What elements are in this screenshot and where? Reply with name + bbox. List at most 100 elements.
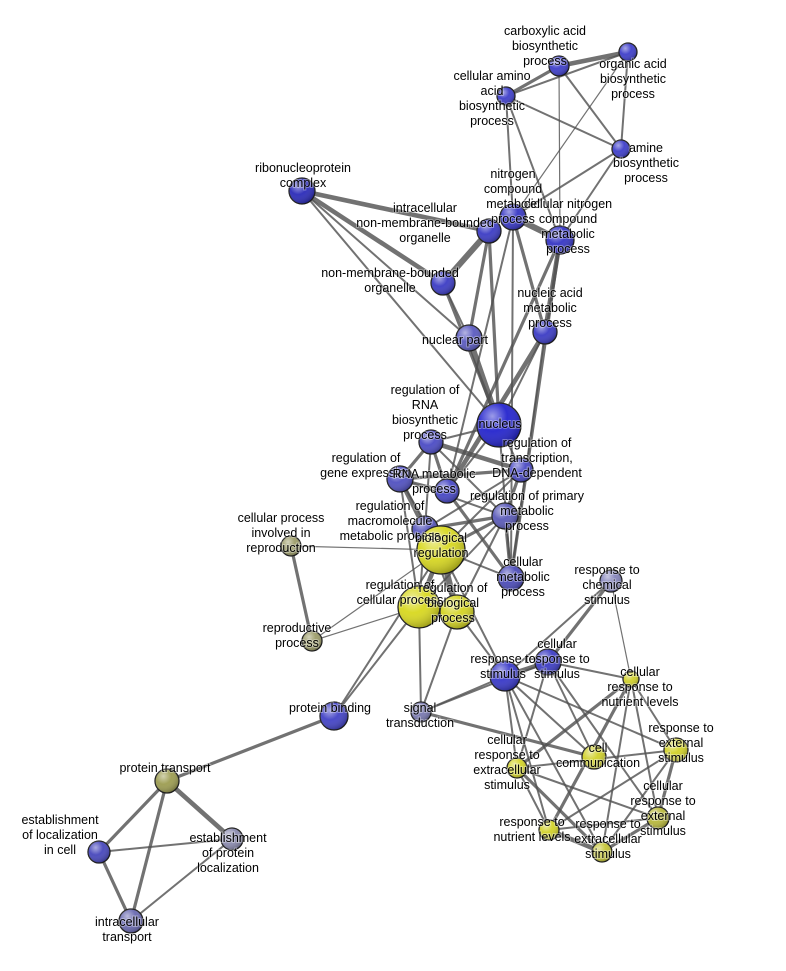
graph-edge-reg_rna_biosynthetic--reg_transcription[interactable] — [428, 439, 524, 473]
node-label-cellular_nitrogen_compound_metabolic: cellular nitrogen — [524, 197, 612, 211]
node-label-cellular_response_extracellular: extracellular — [473, 763, 540, 777]
graph-edge-ribonucleoprotein_complex--intracellular_nmb_organelle[interactable] — [299, 188, 492, 234]
graph-edge-response_external--response_nutrient_levels[interactable] — [548, 749, 677, 831]
graph-edge-rna_metabolic--cellular_metabolic[interactable] — [445, 489, 513, 580]
graph-edge-nitrogen_compound_metabolic--rna_metabolic[interactable] — [446, 216, 514, 492]
node-label-rna_metabolic: process — [412, 482, 456, 496]
node-label-intracellular_transport: transport — [102, 930, 152, 944]
node-label-response_external: stimulus — [658, 751, 704, 765]
node-label-ribonucleoprotein_complex: complex — [280, 176, 327, 190]
graph-edge-cellular_nitrogen_compound_metabolic--rna_metabolic[interactable] — [445, 238, 562, 493]
graph-edge-response_external--response_extracellular[interactable] — [601, 749, 677, 853]
node-label-reg_biological_process: regulation of — [419, 581, 488, 595]
node-label-response_extracellular: stimulus — [585, 847, 631, 861]
node-label-cellular_response_extracellular: stimulus — [484, 778, 530, 792]
node-label-response_extracellular: extracellular — [574, 832, 641, 846]
node-label-cellular_metabolic: metabolic — [496, 570, 550, 584]
graph-edge-cellular_response_nutrient--cellular_response_extracellular[interactable] — [515, 677, 633, 770]
node-label-organic_acid_biosynthetic: biosynthetic — [600, 72, 666, 86]
node-label-reg_macromolecule_metabolic: metabolic process — [340, 529, 441, 543]
graph-edge-cellular_response_stimulus--response_chemical[interactable] — [546, 579, 613, 664]
node-label-biological_regulation: biological — [415, 531, 467, 545]
node-label-nitrogen_compound_metabolic: compound — [484, 182, 542, 196]
node-label-cellular_response_nutrient: cellular — [620, 665, 660, 679]
graph-edge-cellular_response_stimulus--cellular_response_extracellular[interactable] — [516, 661, 549, 769]
node-label-reg_rna_biosynthetic: biosynthetic — [392, 413, 458, 427]
graph-edge-nucleic_acid_metabolic--cellular_metabolic[interactable] — [510, 331, 546, 579]
graph-edge-biological_regulation--protein_binding[interactable] — [333, 549, 442, 717]
graph-edge-signal_transduction--cell_communication[interactable] — [419, 710, 596, 759]
node-label-carboxylic_acid_biosynthetic: biosynthetic — [512, 39, 578, 53]
node-label-protein_binding: protein binding — [289, 701, 371, 715]
graph-edge-cellular_response_stimulus--cellular_response_nutrient[interactable] — [547, 661, 632, 680]
graph-edge-protein_binding--protein_transport[interactable] — [165, 714, 336, 783]
node-label-response_nutrient_levels: nutrient levels — [493, 830, 570, 844]
graph-edge-establishment_protein_localization--establishment_localization_cell[interactable] — [98, 838, 233, 853]
graph-edge-amine_biosynthetic--nitrogen_compound_metabolic[interactable] — [512, 148, 622, 218]
graph-edge-amine_biosynthetic--cellular_nitrogen_compound_metabolic[interactable] — [559, 148, 622, 241]
graph-edge-reg_transcription--reg_macromolecule_metabolic[interactable] — [424, 469, 522, 530]
node-label-nucleus: nucleus — [478, 417, 521, 431]
graph-edge-organic_acid_biosynthetic--nitrogen_compound_metabolic[interactable] — [512, 51, 629, 218]
graph-edge-response_chemical--cellular_response_nutrient[interactable] — [610, 580, 632, 680]
node-label-cellular_amino_acid_biosynthetic: cellular amino — [453, 69, 530, 83]
graph-edge-cellular_response_stimulus--cell_communication[interactable] — [547, 661, 595, 758]
graph-edge-ribonucleoprotein_complex--nucleus[interactable] — [301, 190, 500, 426]
node-label-cellular_process_reproduction: involved in — [251, 526, 310, 540]
node-label-nucleic_acid_metabolic: process — [528, 316, 572, 330]
node-label-establishment_localization_cell: establishment — [21, 813, 99, 827]
graph-edge-cellular_process_reproduction--reproductive_process[interactable] — [289, 544, 314, 643]
graph-node-establishment_localization_cell[interactable] — [87, 840, 111, 864]
node-circle-establishment_localization_cell[interactable] — [87, 840, 111, 864]
graph-edge-intracellular_nmb_organelle--nucleus[interactable] — [487, 229, 501, 427]
node-label-reg_cellular_process: cellular process — [357, 593, 444, 607]
graph-edge-cellular_process_reproduction--biological_regulation[interactable] — [290, 545, 442, 551]
graph-edge-reg_transcription--reg_gene_expression[interactable] — [398, 468, 523, 481]
graph-edge-establishment_protein_localization--intracellular_transport[interactable] — [130, 838, 233, 922]
node-label-reg_biological_process: biological — [427, 596, 479, 610]
graph-edge-response_stimulus--response_chemical[interactable] — [504, 580, 612, 677]
graph-edge-response_stimulus--response_nutrient_levels[interactable] — [504, 675, 550, 831]
graph-edge-ribonucleoprotein_complex--nuclear_part[interactable] — [301, 190, 470, 339]
node-label-nucleic_acid_metabolic: metabolic — [523, 301, 577, 315]
graph-edge-cellular_amino_acid_biosynthetic--nitrogen_compound_metabolic[interactable] — [505, 95, 514, 218]
node-label-establishment_protein_localization: localization — [197, 861, 259, 875]
graph-edge-response_nutrient_levels--cellular_response_external[interactable] — [548, 817, 659, 831]
node-label-cellular_process_reproduction: reproduction — [246, 541, 316, 555]
graph-edge-protein_transport--intracellular_transport[interactable] — [129, 779, 169, 923]
node-label-cellular_response_stimulus: stimulus — [534, 667, 580, 681]
graph-edge-response_stimulus--response_external[interactable] — [504, 675, 677, 751]
node-label-intracellular_nmb_organelle: intracellular — [393, 201, 457, 215]
node-label-nmb_organelle: non-membrane-bounded — [321, 266, 459, 280]
graph-edge-ribonucleoprotein_complex--nmb_organelle[interactable] — [299, 188, 446, 286]
node-label-intracellular_nmb_organelle: organelle — [399, 231, 450, 245]
graph-edge-cellular_response_stimulus--cellular_response_external[interactable] — [547, 661, 659, 819]
node-label-reg_gene_expression: gene expression — [320, 466, 412, 480]
node-label-cellular_response_nutrient: response to — [607, 680, 672, 694]
graph-edge-carboxylic_acid_biosynthetic--organic_acid_biosynthetic[interactable] — [556, 49, 631, 69]
node-label-response_chemical: stimulus — [584, 593, 630, 607]
node-label-response_nutrient_levels: response to — [499, 815, 564, 829]
graph-edge-cellular_response_extracellular--response_extracellular[interactable] — [515, 766, 604, 854]
graph-edge-cellular_response_nutrient--cellular_response_external[interactable] — [630, 678, 659, 819]
node-label-establishment_protein_localization: of protein — [202, 846, 254, 860]
node-label-cellular_amino_acid_biosynthetic: process — [470, 114, 514, 128]
node-label-reg_rna_biosynthetic: RNA — [412, 398, 439, 412]
graph-edge-intracellular_nmb_organelle--nuclear_part[interactable] — [467, 229, 491, 340]
graph-edge-organic_acid_biosynthetic--amine_biosynthetic[interactable] — [620, 51, 629, 150]
graph-edge-carboxylic_acid_biosynthetic--cellular_nitrogen_compound_metabolic[interactable] — [558, 65, 561, 241]
node-label-carboxylic_acid_biosynthetic: carboxylic acid — [504, 24, 586, 38]
graph-edge-nitrogen_compound_metabolic--nucleic_acid_metabolic[interactable] — [511, 215, 547, 334]
graph-edge-cellular_amino_acid_biosynthetic--cellular_nitrogen_compound_metabolic[interactable] — [505, 95, 561, 241]
node-label-signal_transduction: signal — [404, 701, 437, 715]
node-label-reg_transcription: regulation of — [503, 436, 572, 450]
node-label-nitrogen_compound_metabolic: nitrogen — [490, 167, 535, 181]
node-label-reg_rna_biosynthetic: process — [403, 428, 447, 442]
graph-edge-cellular_response_extracellular--cellular_response_external[interactable] — [516, 767, 659, 819]
node-label-amine_biosynthetic: amine — [629, 141, 663, 155]
graph-edge-cellular_amino_acid_biosynthetic--amine_biosynthetic[interactable] — [505, 95, 622, 150]
graph-edge-cellular_response_extracellular--response_nutrient_levels[interactable] — [516, 767, 550, 831]
node-label-response_chemical: response to — [574, 563, 639, 577]
